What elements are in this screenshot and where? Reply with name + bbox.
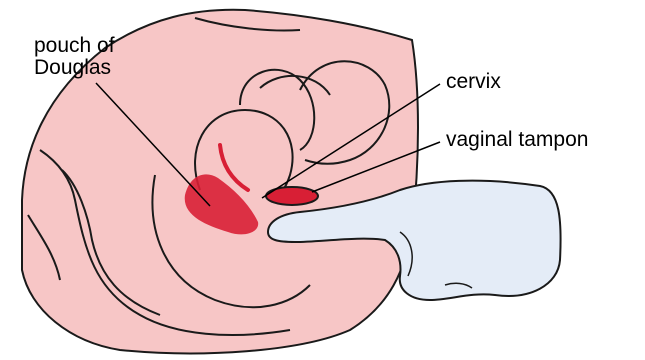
label-pouch-of-douglas: pouch of Douglas [34, 35, 115, 79]
label-pouch-of-douglas-line1: pouch of [34, 35, 115, 57]
label-cervix: cervix [446, 71, 501, 93]
label-pouch-of-douglas-line2: Douglas [34, 57, 115, 79]
label-vaginal-tampon: vaginal tampon [446, 129, 588, 151]
